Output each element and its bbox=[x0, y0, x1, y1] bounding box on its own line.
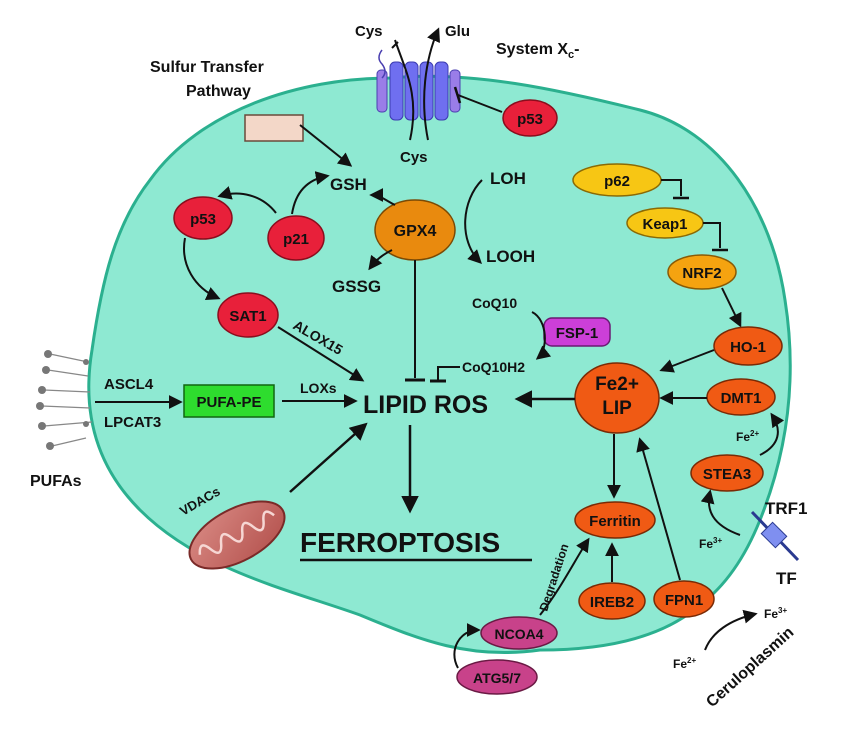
fpn1-node bbox=[653, 580, 715, 618]
keap1-label: Keap1 bbox=[642, 216, 687, 233]
ho1-label: HO-1 bbox=[730, 339, 766, 356]
sulfur-transfer-label-line2: Pathway bbox=[186, 83, 251, 100]
loxs-label: LOXs bbox=[300, 380, 337, 396]
lipid-ros-label: LIPID ROS bbox=[363, 391, 488, 419]
gsh-label: GSH bbox=[330, 175, 367, 194]
nrf2-node bbox=[667, 254, 737, 290]
ncoa4-node bbox=[480, 616, 558, 650]
p62-label: p62 bbox=[604, 173, 630, 190]
p53-top-node bbox=[502, 99, 558, 137]
looh-label: LOOH bbox=[486, 247, 535, 266]
coq10h2-label: CoQ10H2 bbox=[462, 359, 525, 375]
ascl4-label: ASCL4 bbox=[104, 376, 154, 393]
sulfur-transfer-label-line1: Sulfur Transfer bbox=[150, 59, 264, 76]
fe2-lip-label-line1: Fe2+ bbox=[595, 374, 639, 395]
gssg-label: GSSG bbox=[332, 277, 381, 296]
p53-left-label: p53 bbox=[190, 211, 216, 228]
trf1-label: TRF1 bbox=[765, 499, 808, 518]
pufas-label: PUFAs bbox=[30, 473, 82, 490]
p53-top-label: p53 bbox=[517, 111, 543, 128]
fe2-inside-label: Fe2+ bbox=[736, 429, 759, 444]
tf-label: TF bbox=[776, 569, 797, 588]
glu-label: Glu bbox=[445, 23, 470, 40]
ferritin-label: Ferritin bbox=[589, 513, 641, 530]
fe3-outside-label: Fe3+ bbox=[764, 606, 787, 621]
sat1-label: SAT1 bbox=[229, 308, 266, 325]
ncoa4-label: NCOA4 bbox=[494, 626, 543, 642]
transferrin-receptor-icon bbox=[750, 510, 800, 562]
stea3-label: STEA3 bbox=[703, 466, 751, 483]
fsp1-label: FSP-1 bbox=[556, 325, 599, 342]
system-xc-transporter bbox=[376, 27, 461, 141]
gpx4-label: GPX4 bbox=[394, 223, 437, 240]
fpn1-label: FPN1 bbox=[665, 592, 703, 609]
cell-membrane bbox=[87, 74, 792, 655]
lpcat3-label: LPCAT3 bbox=[104, 414, 161, 431]
coq10-label: CoQ10 bbox=[472, 295, 517, 311]
pufa-pe-label: PUFA-PE bbox=[196, 394, 261, 411]
pufa-pe-box bbox=[183, 384, 275, 418]
fe2-lip-label-line2: LIP bbox=[602, 398, 632, 419]
system-xc-label: System Xc- bbox=[496, 41, 580, 61]
p21-node bbox=[267, 215, 325, 261]
ferritin-node bbox=[574, 501, 656, 539]
p53-xc-inhibition bbox=[457, 94, 503, 113]
ferroptosis-label: FERROPTOSIS bbox=[300, 527, 500, 558]
p21-label: p21 bbox=[283, 231, 309, 248]
ho1-node bbox=[713, 326, 783, 366]
atg57-node bbox=[456, 659, 538, 695]
cys-inside-label: Cys bbox=[400, 149, 428, 166]
fe3-inside-label: Fe3+ bbox=[699, 536, 722, 551]
sat1-node bbox=[217, 292, 279, 338]
atg57-label: ATG5/7 bbox=[473, 670, 521, 686]
cys-outside-label: Cys bbox=[355, 23, 383, 40]
stea3-node bbox=[690, 454, 764, 492]
ireb2-node bbox=[578, 582, 646, 620]
p53-left-node bbox=[173, 196, 233, 240]
loh-label: LOH bbox=[490, 169, 526, 188]
met-box bbox=[244, 114, 304, 142]
ceruloplasmin-label: Ceruloplasmin bbox=[703, 624, 797, 711]
mitochondrion-icon bbox=[188, 500, 286, 570]
ireb2-label: IREB2 bbox=[590, 594, 634, 611]
nrf2-label: NRF2 bbox=[682, 265, 721, 282]
pufa-lipids-icon bbox=[36, 350, 93, 450]
fe2-outside-label: Fe2+ bbox=[673, 656, 696, 671]
dmt1-label: DMT1 bbox=[721, 390, 762, 407]
